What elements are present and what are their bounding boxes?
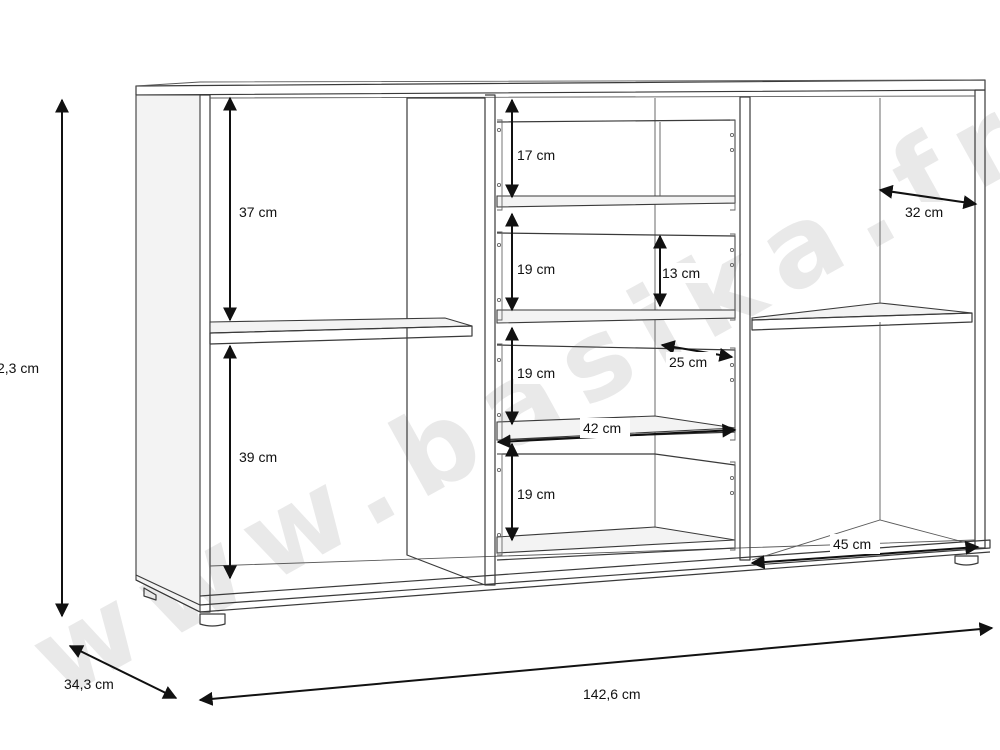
sideboard-cabinet — [135, 79, 991, 627]
drawer-slides — [496, 119, 736, 556]
dimension-labels: 2,3 cm 34,3 cm 142,6 cm 37 cm 39 cm 17 c… — [0, 145, 952, 702]
label-drawer-width: 42 cm — [583, 420, 621, 436]
label-drawer-depth: 25 cm — [669, 354, 707, 370]
right-side-panel — [974, 89, 986, 549]
left-side-panel — [135, 94, 201, 613]
left-shelf — [209, 317, 473, 334]
label-drawer-4-height: 19 cm — [517, 486, 555, 502]
bottom-board — [135, 539, 991, 606]
label-drawer-3-height: 19 cm — [517, 365, 555, 381]
label-right-shelf-depth: 32 cm — [905, 204, 943, 220]
label-depth: 34,3 cm — [64, 676, 114, 692]
foot-left — [143, 587, 157, 601]
label-left-lower-shelf: 39 cm — [239, 449, 277, 465]
label-drawer-2-inner-height: 13 cm — [662, 265, 700, 281]
label-total-height: 2,3 cm — [0, 360, 39, 376]
label-total-width: 142,6 cm — [583, 686, 641, 702]
label-right-width: 45 cm — [833, 536, 871, 552]
label-drawer-1-height: 17 cm — [517, 147, 555, 163]
middle-divider — [739, 96, 751, 561]
label-drawer-2-height: 19 cm — [517, 261, 555, 277]
drawer-4 — [496, 453, 736, 561]
foot-right — [954, 555, 979, 566]
dimension-lines — [55, 96, 994, 706]
label-left-upper-shelf: 37 cm — [239, 204, 277, 220]
